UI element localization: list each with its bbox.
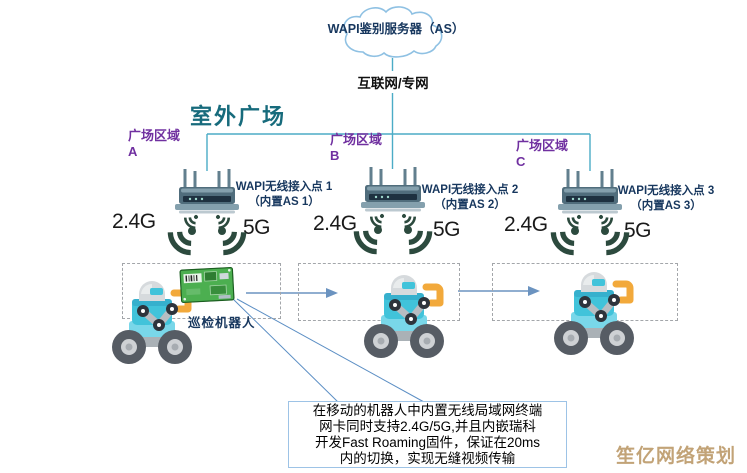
auth-server-label: WAPI鉴别服务器（AS） xyxy=(327,22,465,36)
band-2-4g-label: 2.4G xyxy=(112,210,156,233)
band-2-4g-label: 2.4G xyxy=(313,212,357,235)
zone-label-b: 广场区域 B xyxy=(330,132,383,163)
note-line: 网卡同时支持2.4G/5G,并且内嵌瑞科 xyxy=(319,419,536,434)
wifi-signal-icon xyxy=(338,204,448,256)
robot-caption: 巡检机器人 xyxy=(188,316,256,330)
robot-icon xyxy=(548,268,640,358)
ap1-label: WAPI无线接入点 1 （内置AS 1） xyxy=(235,181,333,208)
band-5g-label: 5G xyxy=(433,218,461,241)
ap2-label: WAPI无线接入点 2 （内置AS 2） xyxy=(421,184,519,211)
note-line: 在移动的机器人中内置无线局域网终端 xyxy=(312,403,543,418)
band-2-4g-label: 2.4G xyxy=(504,213,548,236)
watermark: 笙亿网络策划 xyxy=(616,446,737,467)
robot-icon xyxy=(358,271,450,361)
roaming-arrow-1 xyxy=(246,288,338,298)
note-line: 开发Fast Roaming固件，保证在20ms xyxy=(314,435,541,450)
band-5g-label: 5G xyxy=(243,216,271,239)
ap3-label: WAPI无线接入点 3 （内置AS 3） xyxy=(617,185,715,212)
coverage-box-a xyxy=(122,263,281,319)
network-card-icon xyxy=(179,267,235,304)
page-title: 室外广场 xyxy=(190,104,287,129)
internet-label: 互联网/专网 xyxy=(340,71,446,93)
wifi-signal-icon xyxy=(535,205,645,257)
wifi-signal-icon xyxy=(152,205,262,257)
roaming-arrow-2 xyxy=(458,286,540,296)
zone-label-a: 广场区域 A xyxy=(128,128,181,159)
coverage-box-b xyxy=(298,263,460,321)
note-line: 内的切换，实现无缝视频传输 xyxy=(339,451,516,466)
note-box: 在移动的机器人中内置无线局域网终端 网卡同时支持2.4G/5G,并且内嵌瑞科 开… xyxy=(288,401,567,468)
band-5g-label: 5G xyxy=(624,219,652,242)
zone-label-c: 广场区域 C xyxy=(516,138,569,169)
